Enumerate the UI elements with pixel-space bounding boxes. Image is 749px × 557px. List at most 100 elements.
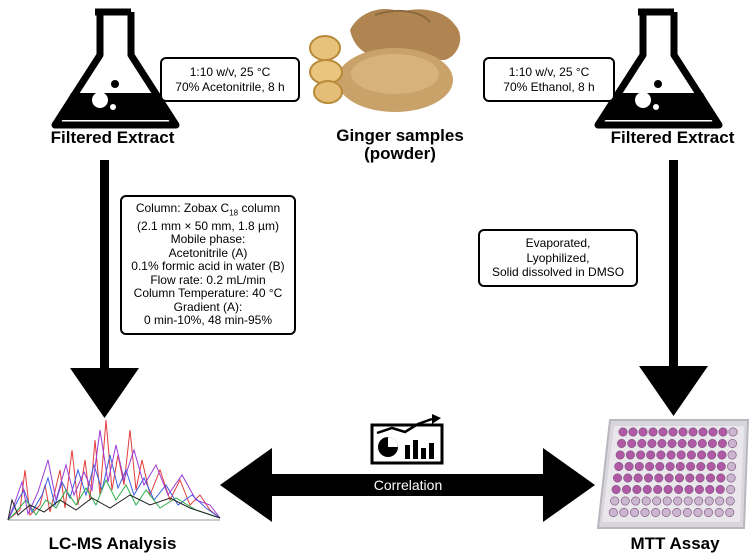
plate-well	[621, 484, 631, 494]
left-extraction-conditions: 1:10 w/v, 25 °C 70% Acetonitrile, 8 h	[160, 57, 300, 102]
correlation-arrow	[220, 448, 595, 522]
plate-well	[696, 461, 706, 471]
plate-well	[663, 484, 673, 494]
plate-well	[645, 461, 655, 471]
lcms-line: (2.1 mm × 50 mm, 1.8 µm)	[137, 218, 279, 233]
plate-well	[707, 438, 717, 448]
plate-well	[682, 507, 692, 517]
plate-well	[643, 473, 653, 483]
plate-well	[726, 473, 736, 483]
plate-well	[675, 461, 685, 471]
plate-well	[654, 473, 664, 483]
plate-well	[624, 461, 634, 471]
plate-well	[610, 496, 620, 506]
ginger-samples-title: Ginger samples (powder)	[305, 127, 495, 163]
plate-well	[667, 438, 677, 448]
correlation-label: Correlation	[373, 477, 443, 493]
plate-well	[715, 484, 725, 494]
plate-well	[714, 507, 724, 517]
plate-well	[636, 450, 646, 460]
flask-icon	[594, 8, 723, 129]
plate-well	[672, 507, 682, 517]
plate-well	[618, 427, 628, 437]
plate-well	[686, 450, 696, 460]
lcms-line: Column Temperature: 40 °C	[133, 286, 283, 301]
plate-well	[727, 438, 737, 448]
lcms-line: 0.1% formic acid in water (B)	[131, 259, 285, 274]
plate-well	[716, 461, 726, 471]
plate-well	[717, 450, 727, 460]
right-extraction-conditions: 1:10 w/v, 25 °C 70% Ethanol, 8 h	[483, 57, 615, 102]
plate-well	[726, 484, 736, 494]
prep-line: Evaporated,	[525, 236, 591, 251]
column-subscript: 18	[229, 208, 239, 218]
lcms-line: Gradient (A):	[173, 299, 243, 314]
plate-well	[615, 450, 625, 460]
down-arrow-right	[639, 160, 708, 416]
plate-well	[673, 496, 683, 506]
plate-well	[620, 496, 630, 506]
plate-well	[625, 450, 635, 460]
condition-line: 70% Acetonitrile, 8 h	[175, 79, 285, 94]
plate-well	[665, 461, 675, 471]
plate-well	[678, 427, 688, 437]
plate-well	[633, 473, 643, 483]
right-extract-title: Filtered Extract	[610, 128, 735, 147]
plate-well	[676, 450, 686, 460]
plate-well	[634, 461, 644, 471]
ginger-title-line2: (powder)	[364, 144, 436, 163]
plate-well	[664, 473, 674, 483]
plate-well	[662, 496, 672, 506]
plate-well	[628, 427, 638, 437]
plate-well	[725, 496, 735, 506]
plate-well	[704, 496, 714, 506]
plate-well	[623, 473, 633, 483]
plate-well	[674, 473, 684, 483]
plate-well	[617, 438, 627, 448]
plate-well	[677, 438, 687, 448]
plate-well	[637, 438, 647, 448]
prep-line: Solid dissolved in DMSO	[491, 265, 625, 280]
plate-well	[706, 461, 716, 471]
plate-well	[703, 507, 713, 517]
column-prefix: Column: Zobax C	[135, 201, 230, 216]
plate-well	[638, 427, 648, 437]
left-extract-title: Filtered Extract	[50, 128, 175, 147]
plate-well	[647, 438, 657, 448]
down-arrow-left	[70, 160, 139, 418]
plate-well	[705, 484, 715, 494]
lcms-line: Mobile phase:	[170, 232, 246, 247]
condition-line: 1:10 w/v, 25 °C	[508, 65, 590, 79]
plate-well	[725, 507, 735, 517]
plate-well	[658, 427, 668, 437]
lcms-line: Flow rate: 0.2 mL/min	[150, 272, 266, 287]
plate-well	[611, 484, 621, 494]
prep-line: Lyophilized,	[526, 250, 590, 265]
well-plate-image	[596, 419, 749, 529]
plate-well	[646, 450, 656, 460]
plate-well	[684, 484, 694, 494]
plate-well	[652, 496, 662, 506]
plate-well	[695, 473, 705, 483]
lcms-conditions-box: Column: Zobax C18 column (2.1 mm × 50 mm…	[120, 195, 296, 335]
plate-well	[642, 484, 652, 494]
plate-well	[693, 507, 703, 517]
plate-well	[718, 427, 728, 437]
plate-well	[614, 461, 624, 471]
condition-line: 1:10 w/v, 25 °C	[189, 65, 271, 79]
plate-well	[656, 450, 666, 460]
plate-well	[640, 507, 650, 517]
plate-well	[666, 450, 676, 460]
plate-well	[686, 461, 696, 471]
column-line: Column: Zobax C18 column	[122, 201, 294, 220]
plate-well	[668, 427, 678, 437]
plate-well	[661, 507, 671, 517]
plate-well	[717, 438, 727, 448]
lcms-analysis-title: LC-MS Analysis	[48, 534, 177, 553]
plate-well	[648, 427, 658, 437]
plate-well	[655, 461, 665, 471]
plate-well	[657, 438, 667, 448]
plate-well	[728, 427, 738, 437]
plate-well	[697, 450, 707, 460]
